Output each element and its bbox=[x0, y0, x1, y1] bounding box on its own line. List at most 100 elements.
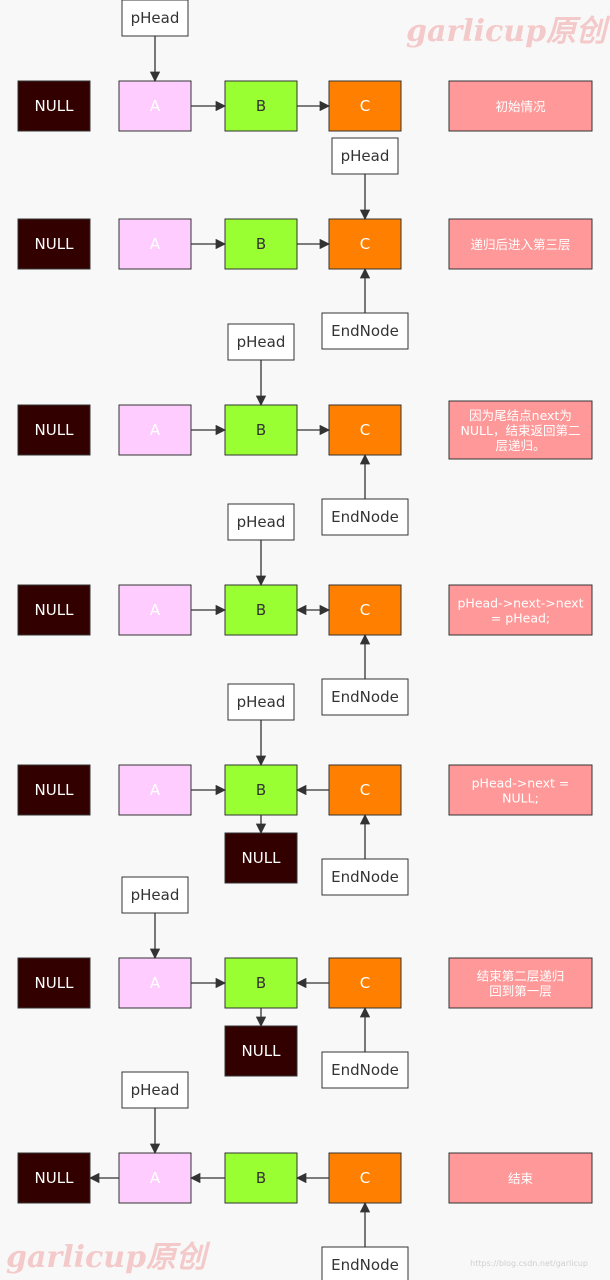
step-note-box bbox=[448, 764, 593, 816]
phead-pointer-box bbox=[121, 876, 189, 914]
null-node-label: NULL bbox=[35, 974, 75, 992]
step-note-line: NULL; bbox=[502, 791, 539, 806]
step-note-line: 因为尾结点next为 bbox=[469, 408, 572, 423]
phead-pointer-box bbox=[121, 0, 189, 37]
null-node-label: NULL bbox=[35, 1169, 75, 1187]
node-a-box bbox=[118, 80, 192, 132]
null-node-label: NULL bbox=[35, 97, 75, 115]
node-b-label: B bbox=[256, 601, 266, 619]
node-c-box bbox=[328, 1152, 402, 1204]
node-a-label: A bbox=[150, 235, 161, 253]
step-note-line: 初始情况 bbox=[495, 99, 546, 114]
node-b-box bbox=[224, 584, 298, 636]
node-a-box bbox=[118, 764, 192, 816]
watermark-top: garlicup原创 bbox=[406, 14, 607, 49]
endnode-pointer-box bbox=[321, 858, 409, 896]
phead-pointer-label: pHead bbox=[237, 333, 286, 351]
endnode-pointer-label: EndNode bbox=[331, 868, 399, 886]
b-null-node-label: NULL bbox=[242, 1042, 282, 1060]
step-note-line: 递归后进入第三层 bbox=[470, 237, 570, 252]
endnode-pointer-label: EndNode bbox=[331, 322, 399, 340]
watermark-bottom: garlicup原创 bbox=[6, 1240, 207, 1275]
null-node-label: NULL bbox=[35, 235, 75, 253]
phead-pointer-label: pHead bbox=[131, 9, 180, 27]
null-node-box bbox=[17, 80, 91, 132]
node-c-box bbox=[328, 404, 402, 456]
step-note-line: 结束第二层递归 bbox=[477, 969, 565, 984]
b-null-node-box bbox=[224, 1025, 298, 1077]
step-note-box bbox=[448, 584, 593, 636]
endnode-pointer-box bbox=[321, 312, 409, 350]
step-note-line: pHead->next = bbox=[472, 776, 570, 791]
null-node-box bbox=[17, 957, 91, 1009]
node-a-label: A bbox=[150, 601, 161, 619]
step-note-box bbox=[448, 80, 593, 132]
null-node-label: NULL bbox=[35, 781, 75, 799]
site-caption: https://blog.csdn.net/garlicup bbox=[470, 1259, 588, 1268]
node-b-box bbox=[224, 404, 298, 456]
node-b-label: B bbox=[256, 781, 266, 799]
node-a-label: A bbox=[150, 974, 161, 992]
node-a-box bbox=[118, 957, 192, 1009]
node-c-box bbox=[328, 218, 402, 270]
node-b-box bbox=[224, 1152, 298, 1204]
endnode-pointer-box bbox=[321, 1051, 409, 1089]
step-note-box bbox=[448, 1152, 593, 1204]
step-note-line: 回到第一层 bbox=[489, 984, 552, 999]
phead-pointer-box bbox=[227, 323, 295, 361]
step-note-line: NULL，结束返回第二 bbox=[461, 423, 581, 438]
endnode-pointer-box bbox=[321, 1246, 409, 1280]
node-a-label: A bbox=[150, 97, 161, 115]
node-c-label: C bbox=[360, 421, 370, 439]
node-a-box bbox=[118, 584, 192, 636]
node-b-label: B bbox=[256, 421, 266, 439]
node-b-label: B bbox=[256, 974, 266, 992]
node-a-box bbox=[118, 218, 192, 270]
step-note-box bbox=[448, 218, 593, 270]
null-node-box bbox=[17, 404, 91, 456]
null-node-label: NULL bbox=[35, 601, 75, 619]
endnode-pointer-box bbox=[321, 498, 409, 536]
step-note-line: 结束 bbox=[508, 1171, 534, 1186]
node-b-label: B bbox=[256, 1169, 266, 1187]
phead-pointer-label: pHead bbox=[341, 147, 390, 165]
phead-pointer-label: pHead bbox=[131, 1081, 180, 1099]
step-note-line: pHead->next->next bbox=[458, 596, 584, 611]
null-node-label: NULL bbox=[35, 421, 75, 439]
step-note-line: 层递归。 bbox=[495, 438, 545, 453]
null-node-box bbox=[17, 764, 91, 816]
endnode-pointer-label: EndNode bbox=[331, 688, 399, 706]
node-c-box bbox=[328, 764, 402, 816]
node-b-label: B bbox=[256, 235, 266, 253]
node-a-box bbox=[118, 1152, 192, 1204]
endnode-pointer-label: EndNode bbox=[331, 1256, 399, 1274]
node-a-label: A bbox=[150, 421, 161, 439]
step-note-box bbox=[448, 400, 593, 460]
node-c-label: C bbox=[360, 97, 370, 115]
node-c-label: C bbox=[360, 781, 370, 799]
node-a-label: A bbox=[150, 1169, 161, 1187]
node-a-label: A bbox=[150, 781, 161, 799]
node-c-box bbox=[328, 957, 402, 1009]
phead-pointer-box bbox=[227, 503, 295, 541]
phead-pointer-label: pHead bbox=[237, 693, 286, 711]
node-c-label: C bbox=[360, 1169, 370, 1187]
b-null-node-box bbox=[224, 832, 298, 884]
phead-pointer-label: pHead bbox=[131, 886, 180, 904]
endnode-pointer-label: EndNode bbox=[331, 1061, 399, 1079]
endnode-pointer-label: EndNode bbox=[331, 508, 399, 526]
phead-pointer-label: pHead bbox=[237, 513, 286, 531]
step-note-box bbox=[448, 957, 593, 1009]
node-c-label: C bbox=[360, 235, 370, 253]
endnode-pointer-box bbox=[321, 678, 409, 716]
phead-pointer-box bbox=[331, 137, 399, 175]
node-c-box bbox=[328, 80, 402, 132]
b-null-node-label: NULL bbox=[242, 849, 282, 867]
